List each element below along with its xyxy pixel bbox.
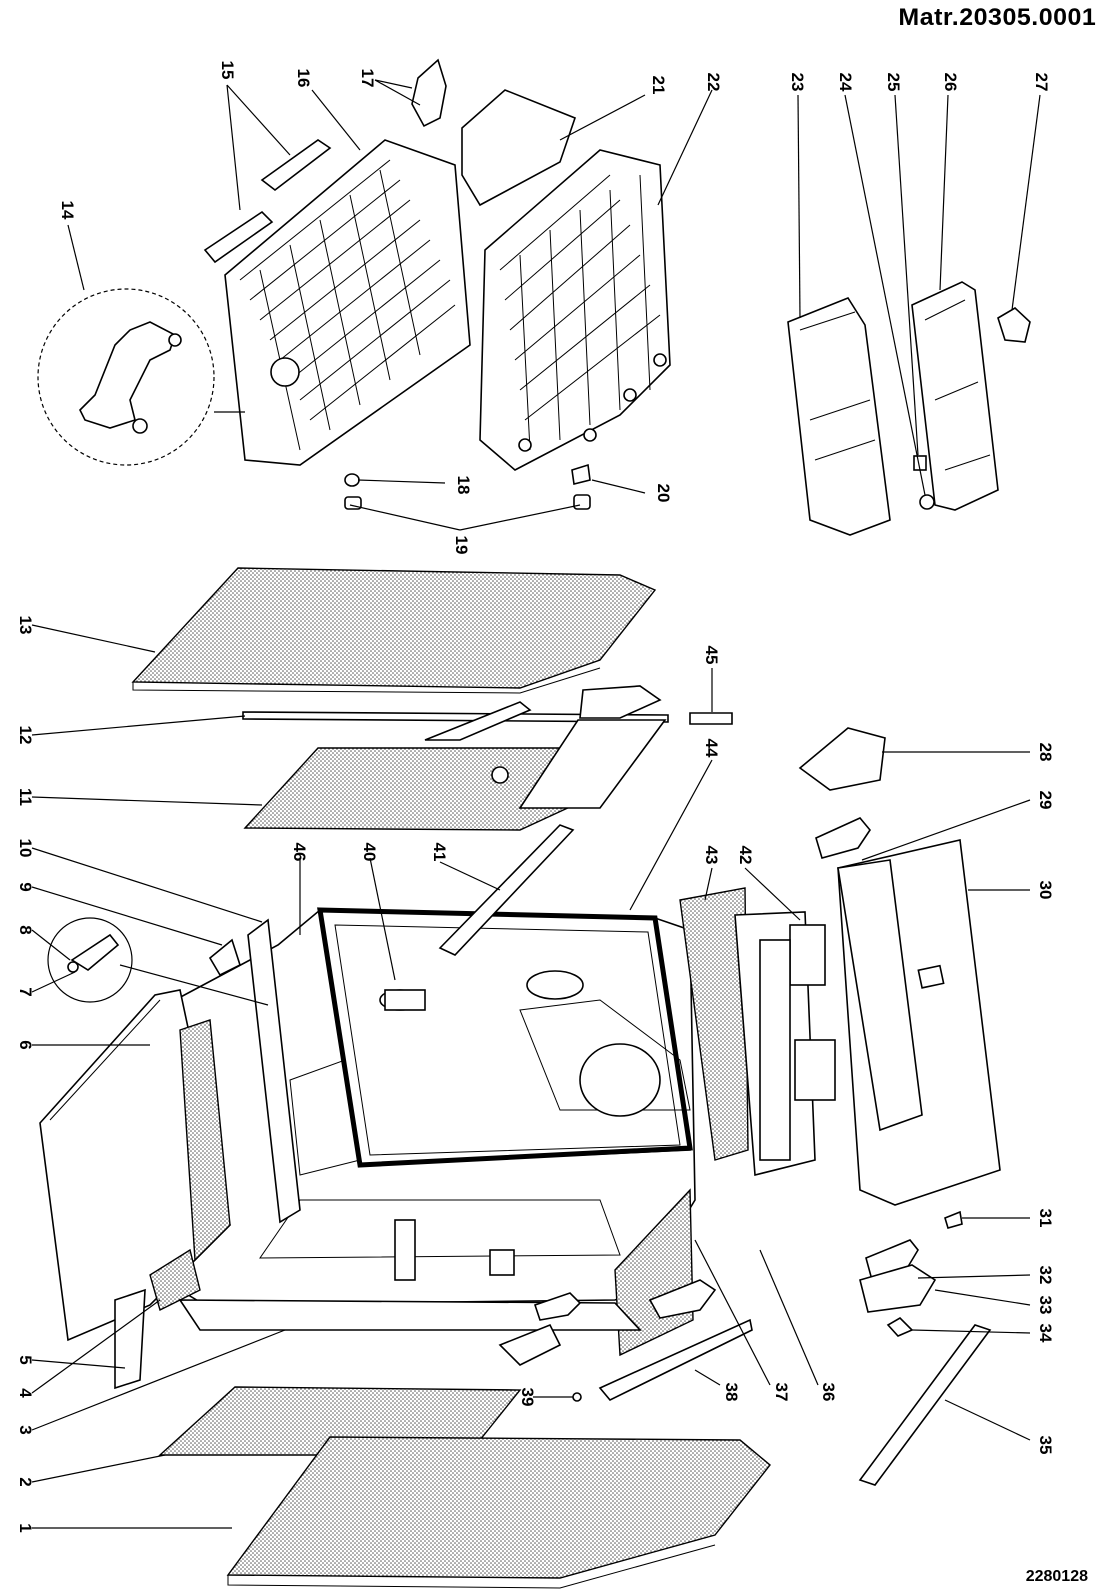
plinth-38 (598, 1318, 753, 1401)
control-panel-43 (679, 887, 749, 1161)
upper-basket (224, 139, 471, 466)
callout-29: 29 (1036, 791, 1055, 810)
callout-31: 31 (1036, 1209, 1055, 1228)
callout-3: 3 (16, 1425, 35, 1434)
callout-23: 23 (788, 73, 807, 92)
callout-24: 24 (836, 73, 855, 92)
callout-30: 30 (1036, 881, 1055, 900)
leader-lines (31, 79, 1041, 1529)
rail-detail (79, 321, 176, 429)
axle-part-19b (573, 494, 591, 510)
callout-2: 2 (16, 1477, 35, 1486)
callout-9: 9 (16, 882, 35, 891)
callout-10: 10 (16, 839, 35, 858)
callout-12: 12 (16, 726, 35, 745)
screw-part-31 (944, 1210, 963, 1229)
callout-34: 34 (1036, 1324, 1055, 1343)
callout-40: 40 (360, 843, 379, 862)
callout-13: 13 (16, 616, 35, 635)
cutlery-grids (203, 139, 332, 264)
cutlery-basket (461, 89, 577, 207)
knob-part-34 (886, 1316, 914, 1337)
callout-labels: 1 2 3 4 5 6 7 8 9 10 11 12 13 14 15 16 1… (16, 61, 1055, 1533)
lower-basket (479, 149, 671, 471)
callout-1: 1 (16, 1523, 35, 1532)
outer-front-panel (837, 839, 1001, 1206)
callout-4: 4 (16, 1388, 35, 1398)
front-frame (247, 918, 301, 1224)
bracket-part-38 (648, 1279, 717, 1319)
rail-part-41 (438, 824, 575, 956)
top-panel (131, 567, 657, 694)
callout-15: 15 (218, 61, 237, 80)
document-code: Matr.20305.0001 (898, 4, 1096, 31)
bottom-panel (226, 1436, 771, 1589)
insulation-panel (243, 685, 667, 831)
callout-45: 45 (702, 646, 721, 665)
roller-part-20 (571, 463, 591, 485)
callout-26: 26 (941, 73, 960, 92)
detail-circle-7 (47, 917, 133, 1003)
clip-part (411, 58, 447, 128)
callout-28: 28 (1036, 743, 1055, 762)
callout-6: 6 (16, 1040, 35, 1049)
callout-25: 25 (884, 73, 903, 92)
side-bracket (911, 281, 999, 511)
callout-20: 20 (654, 484, 673, 503)
callout-42: 42 (736, 846, 755, 865)
screw-part-39 (572, 1392, 582, 1402)
bracket-part-29 (815, 817, 871, 859)
callout-21: 21 (649, 76, 668, 95)
plate-part-28 (798, 727, 886, 791)
plate-part-base (498, 1323, 562, 1366)
latch-part-27 (997, 307, 1031, 343)
drawing-code: 2280128 (1025, 1568, 1088, 1585)
callout-35: 35 (1036, 1436, 1055, 1455)
base-frame (178, 1299, 642, 1331)
bracket-part-base (533, 1292, 582, 1321)
callout-14: 14 (58, 201, 77, 220)
callout-33: 33 (1036, 1296, 1055, 1315)
callout-43: 43 (702, 846, 721, 865)
main-tub (174, 909, 696, 1306)
callout-37: 37 (772, 1383, 791, 1402)
callout-44: 44 (702, 739, 721, 758)
callout-36: 36 (819, 1383, 838, 1402)
callout-8: 8 (16, 925, 35, 934)
callout-19: 19 (452, 536, 471, 555)
hinge-part-9 (208, 938, 241, 977)
door-panel (39, 989, 231, 1390)
callout-41: 41 (430, 843, 449, 862)
callout-22: 22 (704, 73, 723, 92)
control-module (734, 911, 836, 1177)
callout-38: 38 (722, 1383, 741, 1402)
callout-32: 32 (1036, 1266, 1055, 1285)
wheel-part-18 (344, 473, 360, 487)
callout-7: 7 (16, 987, 35, 996)
side-cover (787, 297, 891, 536)
callout-16: 16 (294, 69, 313, 88)
callout-18: 18 (454, 476, 473, 495)
callout-17: 17 (358, 69, 377, 88)
callout-46: 46 (290, 843, 309, 862)
plate-part-33 (859, 1264, 937, 1313)
clip-part-45 (689, 712, 733, 725)
callout-11: 11 (16, 788, 35, 806)
detail-circle-14 (37, 288, 215, 466)
door-seal (317, 907, 693, 1168)
rail-part-35 (858, 1324, 992, 1486)
callout-39: 39 (518, 1388, 537, 1407)
callout-27: 27 (1032, 73, 1051, 92)
callout-5: 5 (16, 1355, 35, 1364)
